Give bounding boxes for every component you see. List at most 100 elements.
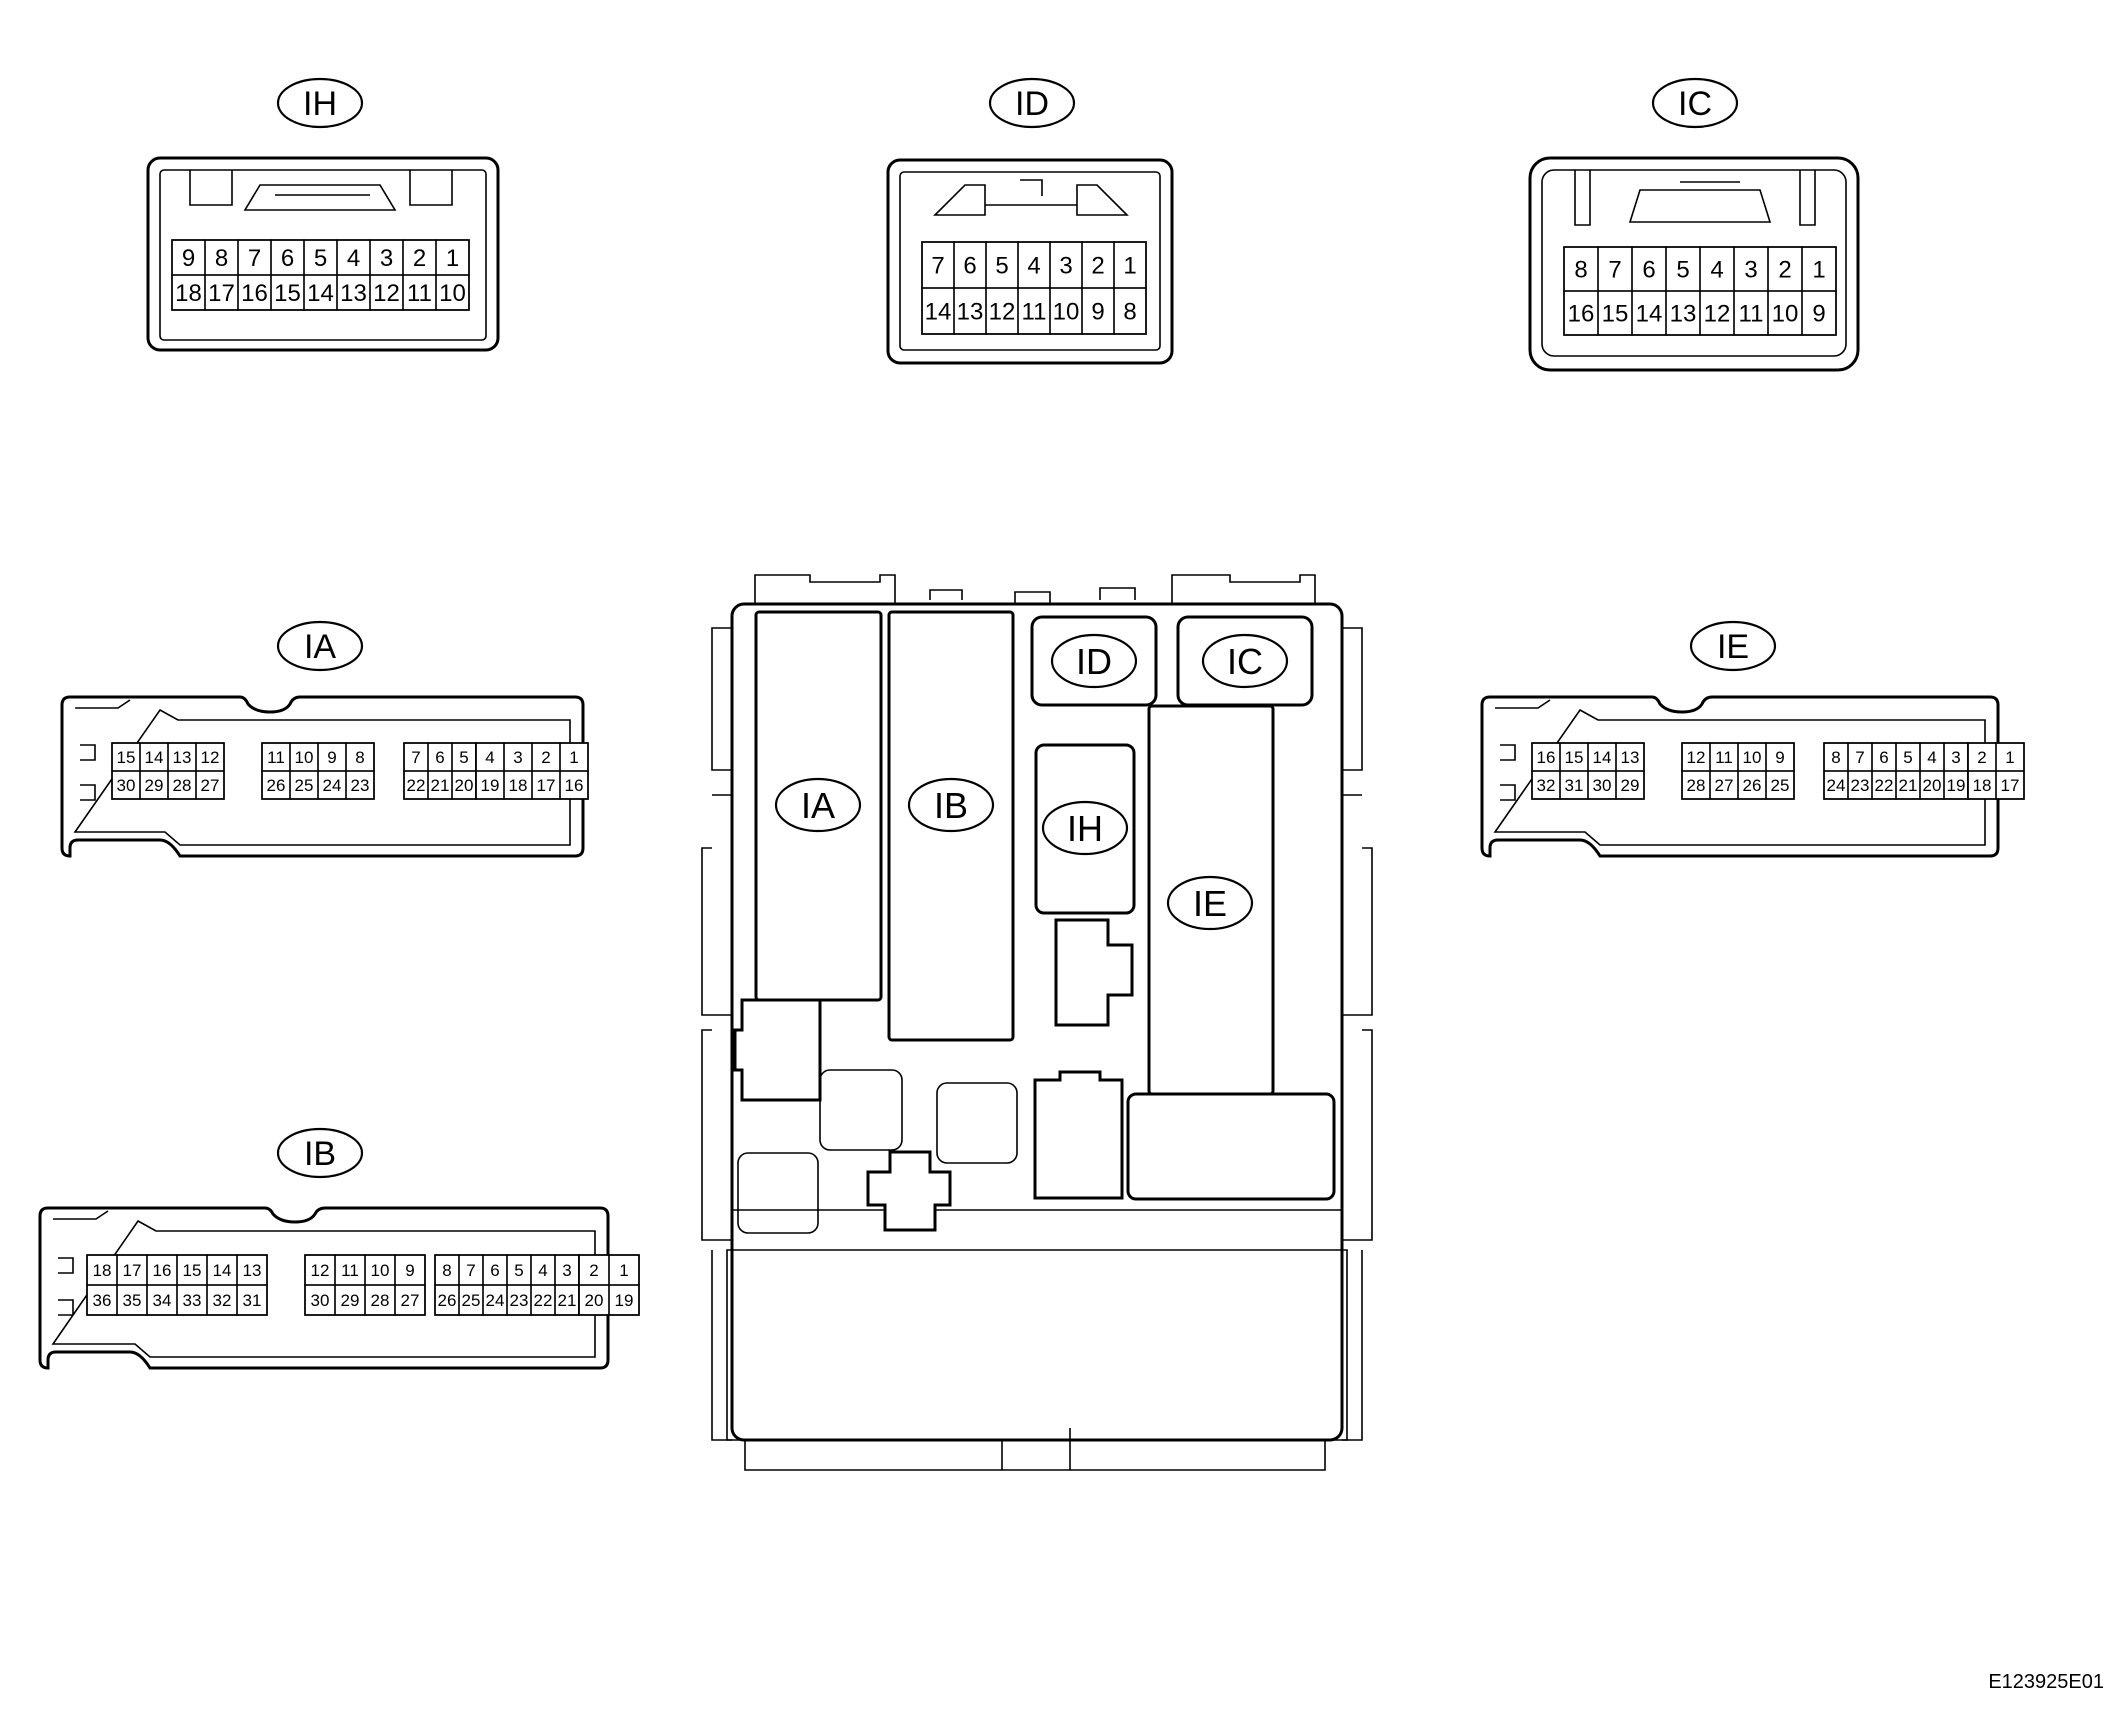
connector-id-inner: [899, 171, 1161, 351]
pin-number: 31: [243, 1291, 262, 1310]
pin-number: 4: [538, 1261, 547, 1280]
pin-number: 12: [1687, 748, 1706, 767]
pin-number: 10: [371, 1261, 390, 1280]
pin-number: 7: [931, 253, 944, 280]
pin-number: 12: [989, 299, 1016, 326]
pin-number: 10: [295, 748, 314, 767]
pin-number: 14: [925, 299, 952, 326]
pin-number: 3: [562, 1261, 571, 1280]
pin-number: 1: [2005, 748, 2014, 767]
pin-number: 17: [123, 1261, 142, 1280]
pin-number: 9: [1775, 748, 1784, 767]
junction-slot-ia-oval: [774, 777, 862, 833]
pin-cell: [435, 274, 470, 311]
connector-ia-label: IA: [304, 628, 336, 666]
pin-number: 16: [565, 776, 584, 795]
connector-ib-label: IB: [304, 1135, 336, 1173]
pin-number: 18: [93, 1261, 112, 1280]
junction-block-bottom-section: [726, 1209, 1348, 1471]
connector-ie: IE 1632153114301329122811271026925824723…: [1480, 620, 2025, 858]
pin-number: 8: [1574, 257, 1587, 284]
connector-ic-label-oval: [1651, 77, 1739, 129]
junction-slot-ie-oval: [1166, 875, 1254, 931]
pin-number: 9: [327, 748, 336, 767]
connector-ib-pins: 1836173516341533143213311230112910289278…: [86, 1254, 640, 1316]
junction-fuse-1: [819, 1069, 903, 1151]
pin-number: 4: [1710, 257, 1723, 284]
pin-number: 24: [486, 1291, 505, 1310]
pin-number: 18: [1973, 776, 1992, 795]
pin-number: 10: [439, 280, 466, 307]
pin-number: 14: [1636, 301, 1663, 328]
pin-number: 19: [481, 776, 500, 795]
pin-number: 6: [963, 253, 976, 280]
pin-number: 28: [173, 776, 192, 795]
junction-slot-ie-label: IE: [1193, 883, 1227, 924]
pin-number: 15: [117, 748, 136, 767]
pin-number: 10: [1743, 748, 1762, 767]
pin-number: 8: [442, 1261, 451, 1280]
pin-number: 1: [569, 748, 578, 767]
pin-number: 7: [1608, 257, 1621, 284]
pin-number: 3: [1951, 748, 1960, 767]
junction-block-left-latches: [701, 627, 732, 1441]
pin-number: 5: [1676, 257, 1689, 284]
pin-number: 22: [1875, 776, 1894, 795]
pin-number: 2: [1778, 257, 1791, 284]
pin-number: 33: [183, 1291, 202, 1310]
junction-slot-ic-label: IC: [1227, 641, 1263, 682]
pin-number: 15: [1602, 301, 1629, 328]
junction-block-top-tabs: [754, 574, 1316, 605]
connector-ie-inner-outline: [1493, 699, 1986, 846]
pin-number: 10: [1053, 299, 1080, 326]
junction-slot-ic-oval: [1201, 633, 1289, 689]
pin-number: 2: [541, 748, 550, 767]
pin-number: 6: [281, 245, 294, 272]
pin-number: 36: [93, 1291, 112, 1310]
pin-number: 8: [215, 245, 228, 272]
connector-id-latch: [933, 179, 1129, 216]
pin-number: 19: [1947, 776, 1966, 795]
pin-cell: [1995, 770, 2025, 800]
pin-number: 35: [123, 1291, 142, 1310]
pin-cell: [195, 770, 225, 800]
pin-number: 6: [435, 748, 444, 767]
pin-number: 12: [311, 1261, 330, 1280]
pin-number: 2: [1091, 253, 1104, 280]
pin-number: 13: [1670, 301, 1697, 328]
pin-number: 24: [323, 776, 342, 795]
junction-relay-medium: [1033, 1070, 1124, 1200]
junction-fuse-3: [737, 1152, 819, 1234]
connector-ib: IB 1836173516341533143213311230112910289…: [38, 1127, 640, 1370]
pin-number: 7: [466, 1261, 475, 1280]
pin-number: 5: [314, 245, 327, 272]
pin-number: 11: [407, 280, 432, 307]
pin-number: 3: [380, 245, 393, 272]
junction-slot-ia-label: IA: [801, 785, 835, 826]
pin-number: 6: [1642, 257, 1655, 284]
pin-number: 2: [1977, 748, 1986, 767]
pin-number: 24: [1827, 776, 1846, 795]
pin-number: 16: [1568, 301, 1595, 328]
junction-relay-small: [1054, 918, 1134, 1027]
pin-number: 2: [589, 1261, 598, 1280]
pin-number: 7: [1855, 748, 1864, 767]
pin-number: 14: [213, 1261, 232, 1280]
pin-number: 4: [347, 245, 360, 272]
junction-slot-ib-label: IB: [934, 785, 968, 826]
connector-ic-label: IC: [1678, 85, 1712, 123]
connector-ib-inner-outline: [51, 1210, 596, 1358]
pin-number: 12: [373, 280, 400, 307]
pin-number: 11: [1739, 301, 1764, 328]
pin-number: 6: [1879, 748, 1888, 767]
junction-small-connector: [866, 1150, 952, 1232]
junction-block-right-latches: [1342, 627, 1373, 1441]
pin-number: 30: [1593, 776, 1612, 795]
pin-number: 25: [1771, 776, 1790, 795]
pin-number: 14: [307, 280, 334, 307]
junction-slot-ih-label: IH: [1067, 808, 1103, 849]
pin-number: 16: [1537, 748, 1556, 767]
